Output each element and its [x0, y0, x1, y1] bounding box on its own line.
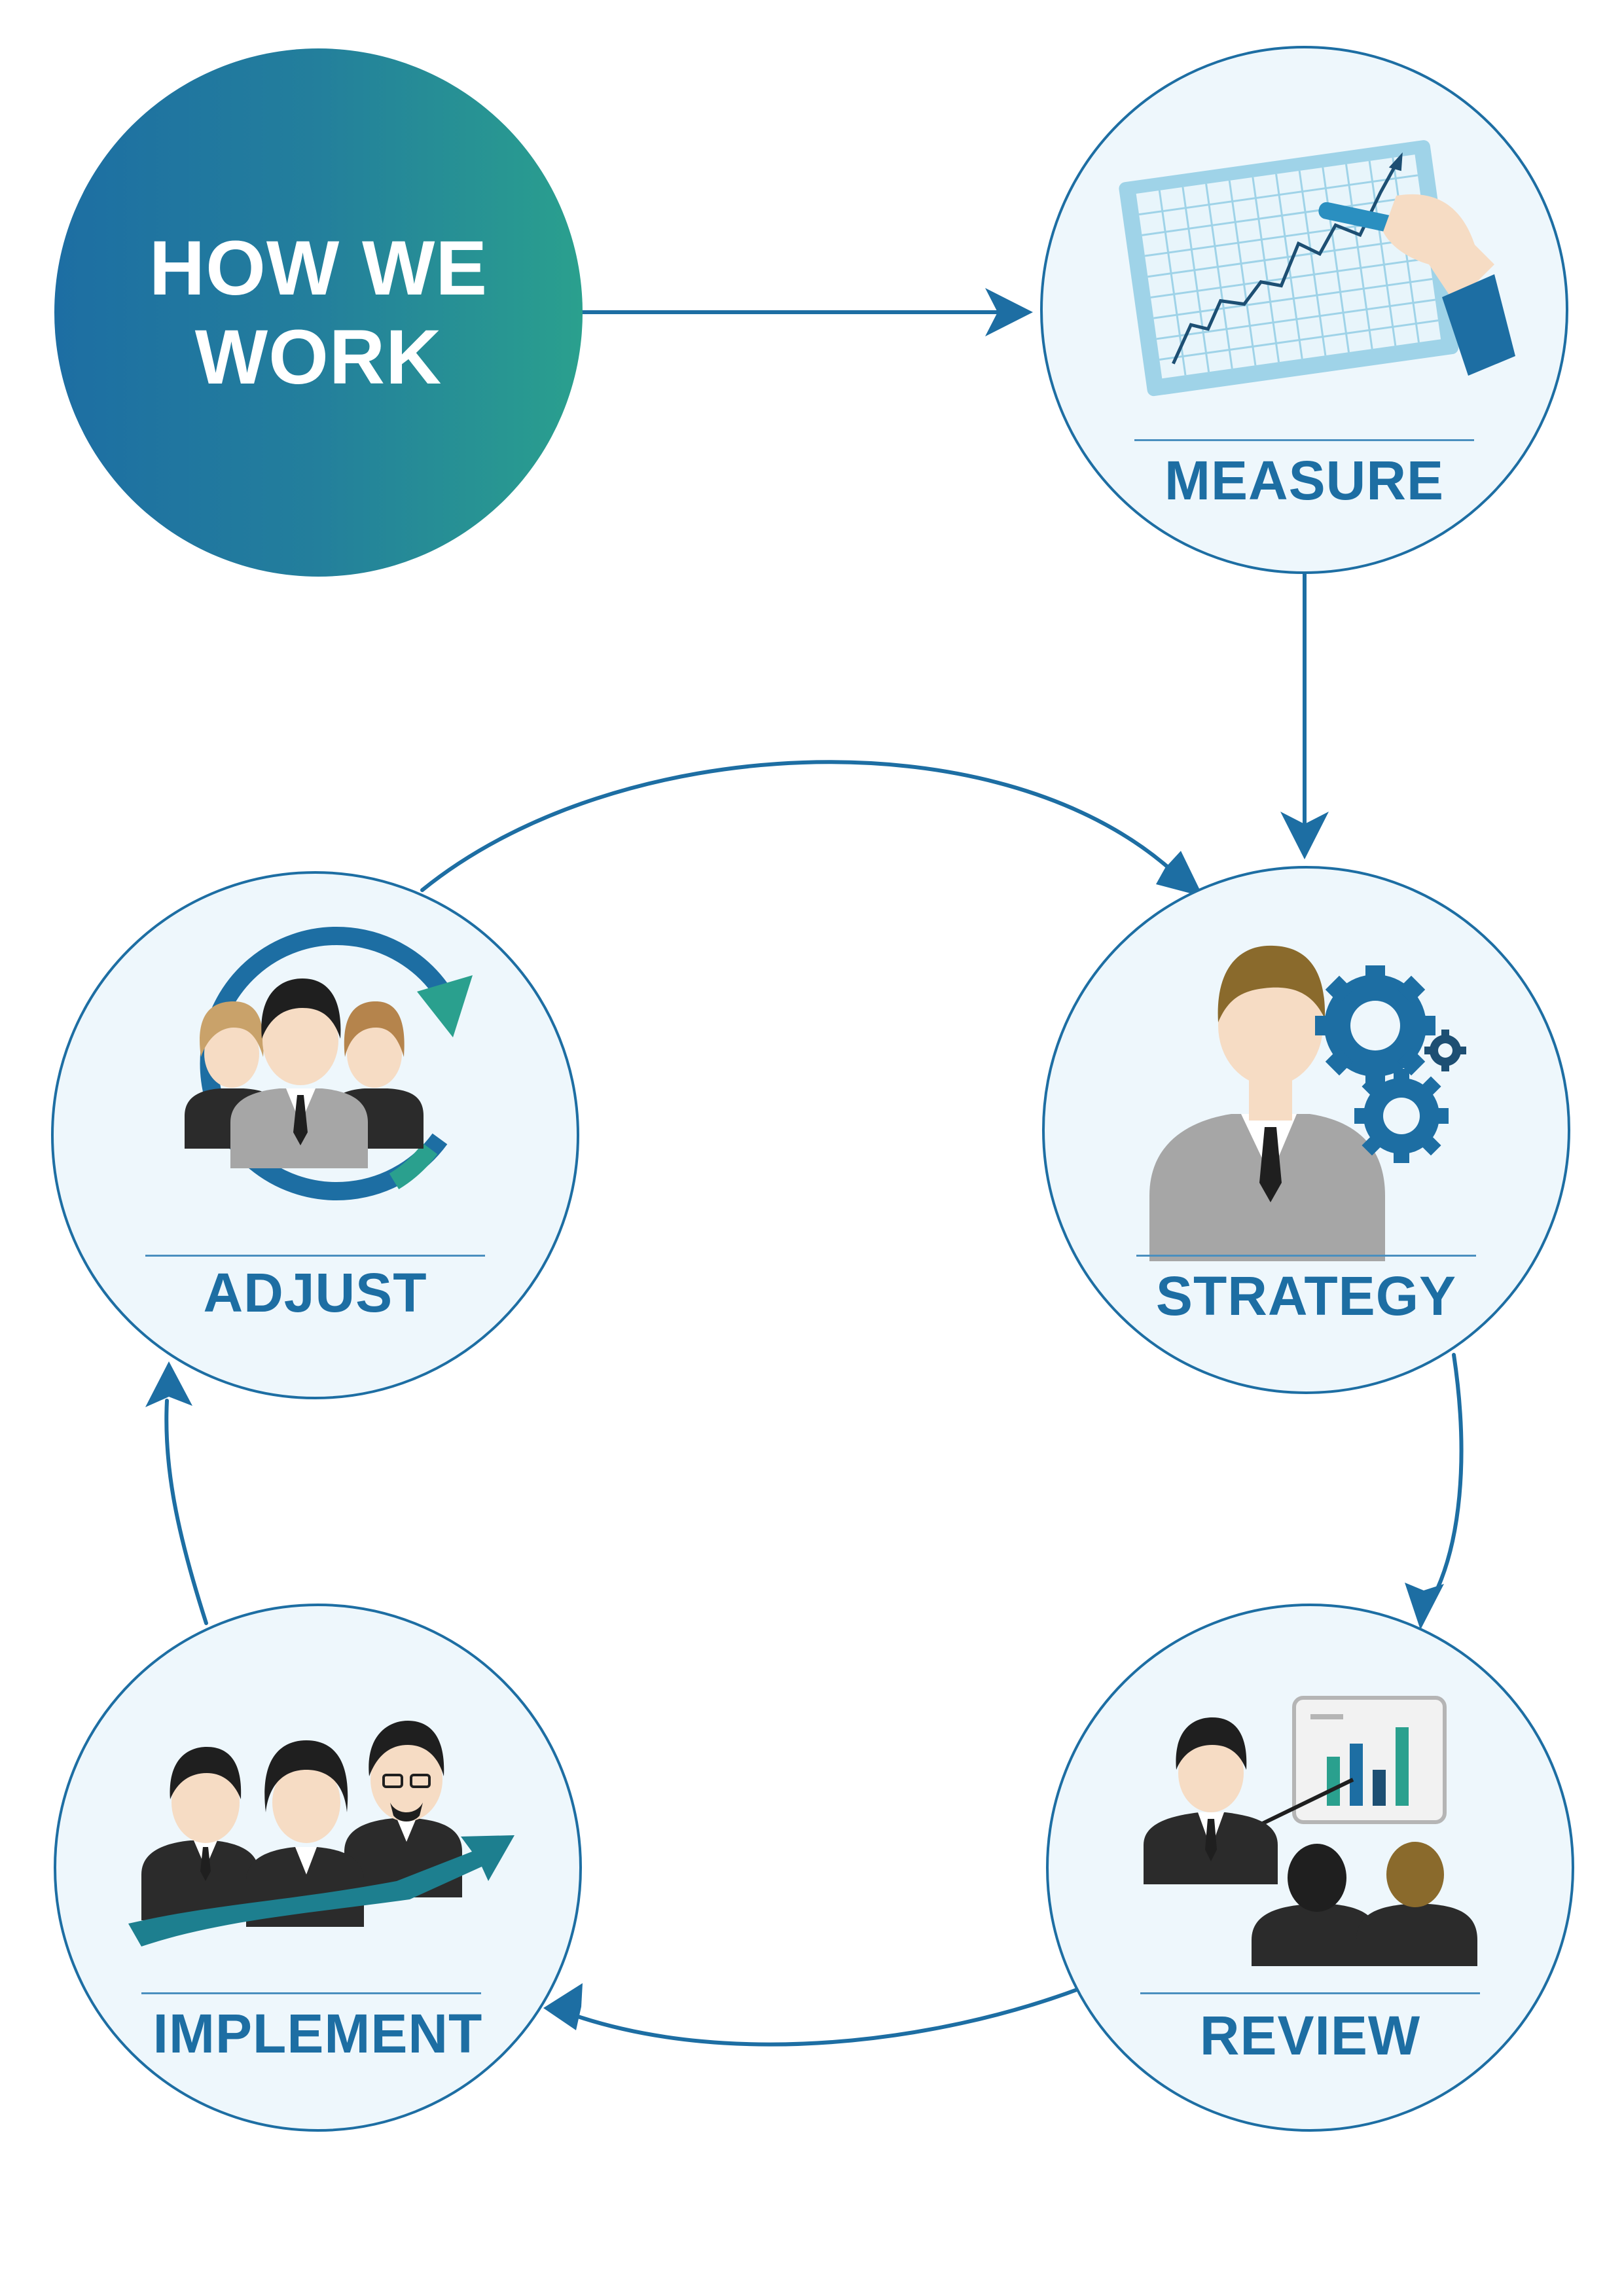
arrowhead-measure	[985, 288, 1033, 336]
review-divider	[1140, 1992, 1480, 1994]
arrowhead-review	[1405, 1583, 1444, 1630]
hero-title: HOW WE WORK	[149, 224, 488, 402]
step-implement: IMPLEMENT	[54, 1604, 582, 2132]
adjust-label: ADJUST	[203, 1262, 427, 1323]
businessman-gears-icon	[1149, 945, 1466, 1261]
measure-divider	[1134, 439, 1474, 441]
hero-title-line2: WORK	[194, 314, 442, 401]
hero-circle: HOW WE WORK	[54, 48, 583, 577]
hero-title-line1: HOW WE	[149, 224, 488, 312]
step-adjust: ADJUST	[51, 871, 579, 1399]
step-measure: MEASURE	[1040, 46, 1568, 574]
team-growth-icon	[128, 1721, 514, 1946]
chart-drawing-icon	[1119, 140, 1515, 397]
arrowhead-implement	[543, 1983, 583, 2030]
implement-divider	[141, 1992, 481, 1994]
step-review: REVIEW	[1046, 1604, 1574, 2132]
review-label: REVIEW	[1199, 2005, 1421, 2066]
step-strategy: STRATEGY	[1042, 866, 1570, 1394]
arrowhead-strategy-left	[1156, 851, 1203, 897]
arrowhead-strategy-top	[1280, 812, 1329, 859]
arrow-strategy-to-review	[1432, 1353, 1464, 1599]
arrow-review-to-implement	[574, 1988, 1079, 2047]
measure-label: MEASURE	[1164, 450, 1445, 511]
presentation-icon	[1144, 1696, 1477, 1966]
strategy-divider	[1136, 1255, 1476, 1257]
arrow-adjust-to-strategy	[420, 760, 1174, 892]
implement-label: IMPLEMENT	[153, 2003, 483, 2064]
adjust-divider	[145, 1255, 485, 1257]
arrowhead-adjust	[145, 1361, 192, 1407]
arrow-implement-to-adjust	[164, 1399, 208, 1625]
strategy-label: STRATEGY	[1155, 1265, 1457, 1327]
team-cycle-icon	[185, 927, 473, 1200]
